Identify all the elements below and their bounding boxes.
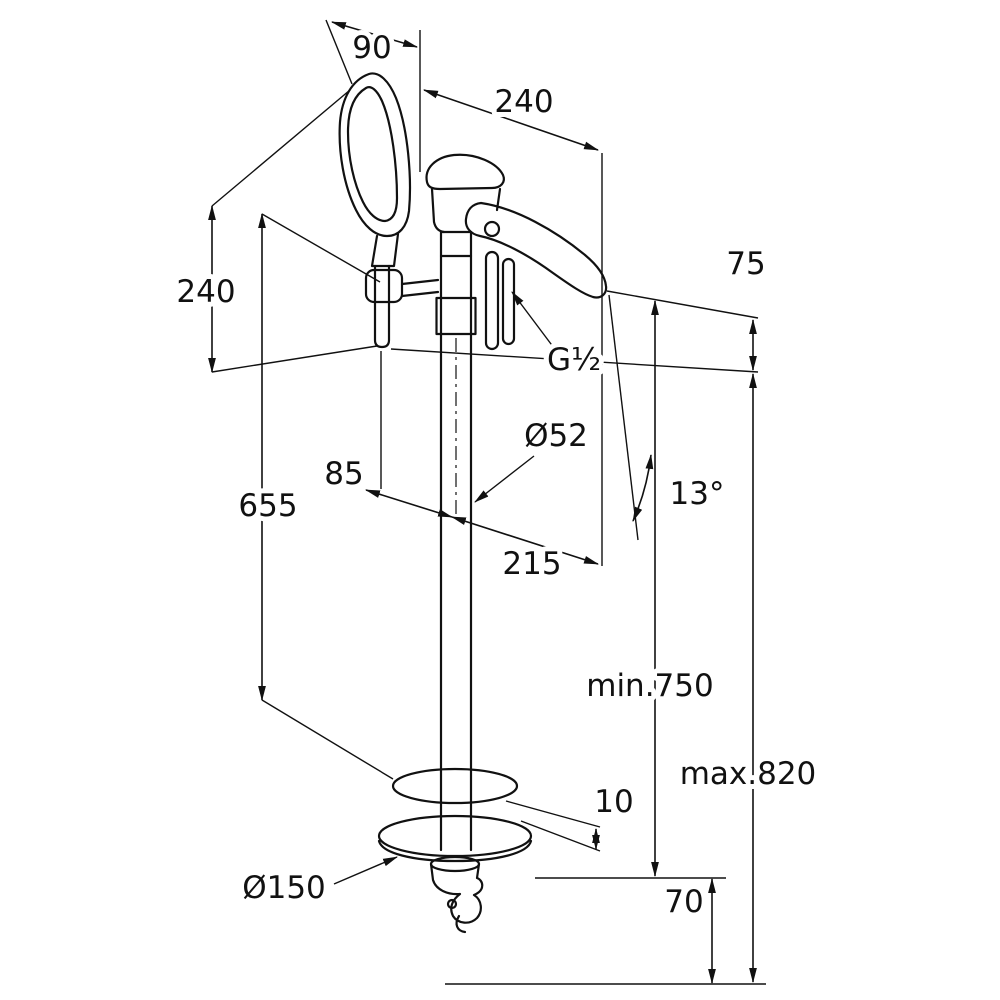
dim-label-240-left: 240 <box>176 274 235 310</box>
spout <box>464 201 608 299</box>
extension-line-655-top <box>261 213 381 283</box>
connection-pipe-2 <box>501 257 516 346</box>
fixture <box>338 72 608 934</box>
dim-label-215: 215 <box>502 546 561 582</box>
extension-line-75-bottom <box>390 348 759 373</box>
dim-label-70: 70 <box>664 884 703 920</box>
dim-label-240-top: 240 <box>494 84 553 120</box>
dimension-line-215 <box>451 516 599 565</box>
holder-arm-top <box>400 278 440 286</box>
drain-body <box>429 862 484 924</box>
mixer-body-left <box>430 187 446 234</box>
column-coupling <box>435 296 477 336</box>
dimension-line-240-top <box>423 89 599 151</box>
angle-label-13: 13° <box>670 476 725 512</box>
shower-hose <box>373 264 391 349</box>
dim-label-85: 85 <box>324 456 363 492</box>
base-plate-upper <box>391 767 519 805</box>
extension-line-240left-bottom <box>211 345 378 373</box>
dimension-line-90 <box>330 21 419 48</box>
base-plate-lower <box>377 814 533 858</box>
thread-label-g-half: G½ <box>547 342 601 378</box>
shower-handle <box>370 232 400 268</box>
extension-line-75-top <box>606 290 759 319</box>
drain-flange <box>429 855 481 873</box>
shower-spray-face <box>346 86 399 223</box>
dim-label-max820: max.820 <box>680 756 817 792</box>
shower-head-outline <box>338 72 412 238</box>
drain-detail-circle <box>446 898 458 910</box>
extension-line-240left-top <box>211 89 351 207</box>
dim-label-75: 75 <box>726 246 765 282</box>
base-plate-edge <box>377 839 533 863</box>
dimension-line-85 <box>364 489 454 518</box>
extension-line-10-bottom <box>520 820 601 852</box>
extension-line-655-bottom <box>261 699 394 780</box>
drain-hook <box>455 914 467 934</box>
dim-label-10: 10 <box>594 784 633 820</box>
dim-label-655: 655 <box>238 488 297 524</box>
shower-holder-cuff <box>364 268 404 304</box>
dia-label-52: Ø52 <box>524 418 588 454</box>
holder-arm-bottom <box>400 290 440 298</box>
extension-line-90-left <box>325 19 353 85</box>
mixer-lever <box>425 153 505 191</box>
dim-label-90: 90 <box>352 30 391 66</box>
diverter-knob <box>483 220 501 238</box>
dim-label-min750: min.750 <box>586 668 713 704</box>
leader-g-half <box>511 291 555 349</box>
connection-pipe-1 <box>484 250 500 351</box>
leader-dia52 <box>474 455 535 503</box>
dimensions: 90 240 240 75 G½ Ø52 13° 85 215 655 min.… <box>171 19 821 985</box>
leader-dia150 <box>333 856 398 885</box>
extension-line-10-top <box>505 800 601 828</box>
dia-label-150: Ø150 <box>242 870 326 906</box>
angle-arc <box>632 453 654 522</box>
angle-ray <box>608 294 639 541</box>
